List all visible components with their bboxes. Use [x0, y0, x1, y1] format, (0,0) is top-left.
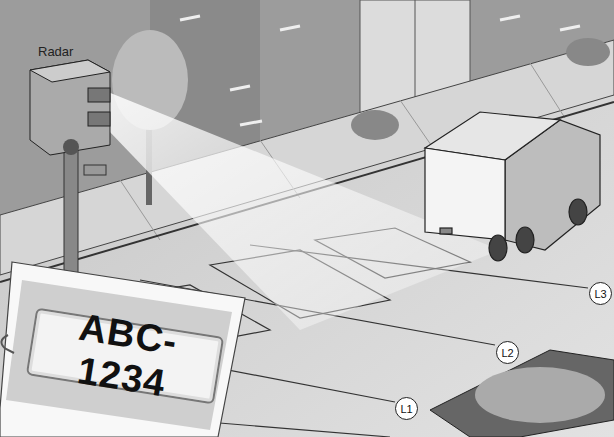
lane-callout: L1 — [395, 397, 418, 420]
callout-text: L1 — [400, 403, 412, 415]
lane-callout: L2 — [496, 341, 519, 364]
callout-text: L3 — [594, 288, 606, 300]
device-label: Radar — [38, 44, 73, 59]
callout-text: L2 — [501, 347, 513, 359]
lane-callout: L3 — [589, 282, 612, 305]
